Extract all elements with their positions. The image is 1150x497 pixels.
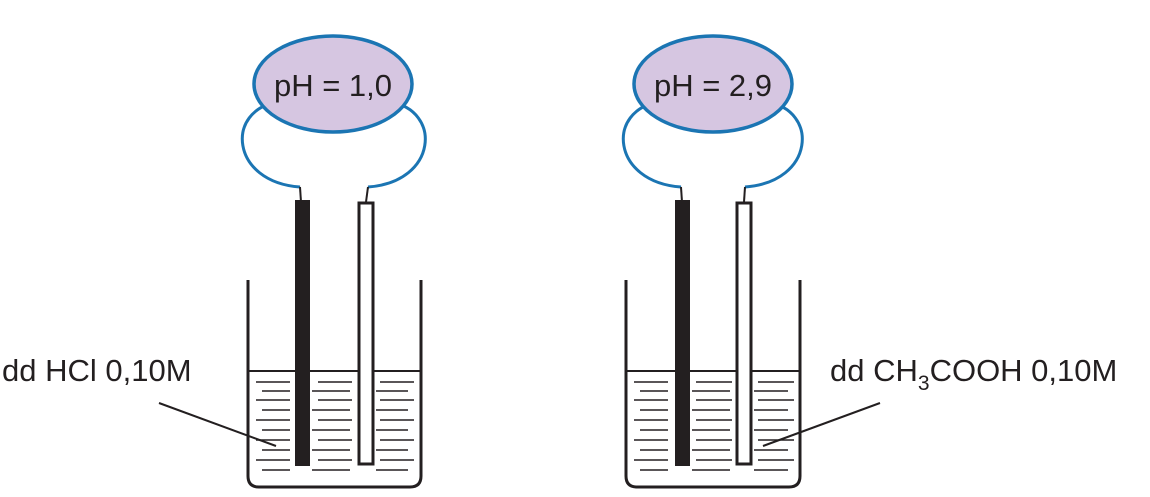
electrode-solid-right: [675, 200, 690, 466]
ph-reading-right: pH = 2,9: [654, 68, 772, 103]
beaker-left: [246, 280, 423, 489]
solution-label-right: dd CH3COOH 0,10M: [830, 353, 1117, 395]
ph-meter-left: [252, 34, 414, 134]
wire-left-a: [299, 186, 302, 203]
label-leader-right: [762, 402, 881, 447]
ph-meter-right: [632, 34, 794, 134]
label-leader-left: [158, 402, 277, 447]
wire-right-b: [743, 186, 746, 203]
solution-label-right-part2: COOH 0,10M: [930, 353, 1118, 388]
liquid-hatching-right: [634, 381, 794, 471]
beaker-right: [624, 280, 802, 489]
solution-label-right-subscript: 3: [918, 372, 930, 395]
electrode-hollow-left: [357, 201, 375, 466]
electrode-hollow-right: [735, 201, 753, 466]
setup-hcl: pH = 1,0 dd HCl 0,10M: [2, 34, 427, 489]
liquid-hatching-left: [256, 381, 414, 471]
solution-label-left: dd HCl 0,10M: [2, 353, 192, 388]
ph-reading-left: pH = 1,0: [274, 68, 392, 103]
setup-ch3cooh: pH = 2,9 dd CH3COOH 0,10M: [621, 34, 1117, 489]
wire-left-b: [365, 186, 369, 203]
electrode-solid-left: [295, 200, 310, 466]
wire-right-a: [680, 186, 683, 203]
solution-label-right-part1: dd CH: [830, 353, 918, 388]
